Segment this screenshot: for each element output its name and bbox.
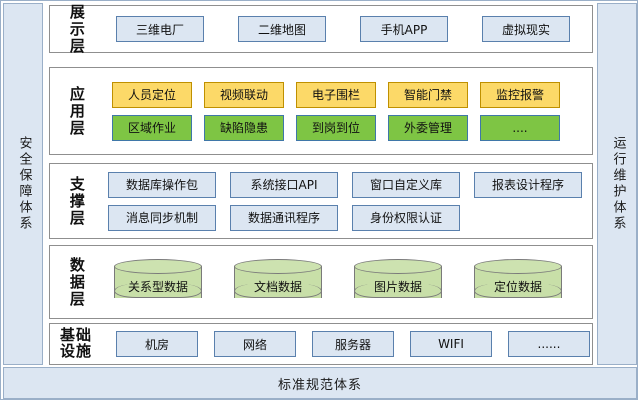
cylinder-bottom — [114, 284, 202, 298]
cylinder-image-data[interactable]: 图片数据 — [354, 259, 442, 305]
layer-display: 展示层 三维电厂 二维地图 手机APP 虚拟现实 — [49, 4, 593, 55]
layer-application-body: 人员定位 视频联动 电子围栏 智能门禁 监控报警 区域作业 缺陷隐患 到岗到位 … — [102, 81, 592, 141]
layer-data-label-wrap: 数据层 — [50, 257, 102, 308]
layer-application: 应用层 人员定位 视频联动 电子围栏 智能门禁 监控报警 区域作业 缺陷隐患 到… — [49, 67, 593, 155]
box-virtual-reality[interactable]: 虚拟现实 — [482, 16, 570, 42]
box-report-design-program[interactable]: 报表设计程序 — [474, 171, 582, 198]
bottom-bar-label: 标准规范体系 — [277, 377, 362, 393]
layer-application-label-wrap: 应用层 — [50, 86, 102, 137]
box-window-custom-library[interactable]: 窗口自定义库 — [352, 171, 460, 198]
layer-display-row: 三维电厂 二维地图 手机APP 虚拟现实 — [102, 16, 586, 42]
cylinder-positioning-data[interactable]: 定位数据 — [474, 259, 562, 305]
box-smart-access-control[interactable]: 智能门禁 — [388, 81, 468, 108]
box-on-duty-in-place[interactable]: 到岗到位 — [296, 114, 376, 141]
cylinder-document-data[interactable]: 文档数据 — [234, 259, 322, 305]
cylinder-bottom — [474, 284, 562, 298]
cylinder-top — [114, 259, 202, 274]
layer-display-label: 展示层 — [67, 3, 86, 55]
box-system-interface-api[interactable]: 系统接口API — [230, 171, 338, 198]
layer-infrastructure-row: 机房 网络 服务器 WIFI ...... — [102, 331, 590, 357]
layer-data-label: 数据层 — [67, 256, 86, 308]
layer-infrastructure-body: 机房 网络 服务器 WIFI ...... — [102, 331, 596, 357]
right-sidebar-ops-system: 运行维护体系 — [597, 3, 637, 365]
cylinder-bottom — [234, 284, 322, 298]
box-defect-hazard[interactable]: 缺陷隐患 — [204, 114, 284, 141]
box-electronic-fence[interactable]: 电子围栏 — [296, 81, 376, 108]
left-sidebar-label: 安全保障体系 — [16, 136, 32, 232]
box-database-operation-package[interactable]: 数据库操作包 — [108, 171, 216, 198]
layer-application-row-2: 区域作业 缺陷隐患 到岗到位 外委管理 .... — [102, 114, 586, 141]
cylinder-top — [234, 259, 322, 274]
box-mobile-app[interactable]: 手机APP — [360, 16, 448, 42]
layer-infrastructure-label: 基础设施 — [59, 326, 92, 360]
box-personnel-positioning[interactable]: 人员定位 — [112, 81, 192, 108]
box-monitoring-alarm[interactable]: 监控报警 — [480, 81, 560, 108]
layer-application-row-1: 人员定位 视频联动 电子围栏 智能门禁 监控报警 — [102, 81, 586, 108]
layer-support: 支撑层 数据库操作包 系统接口API 窗口自定义库 报表设计程序 消息同步机制 … — [49, 163, 593, 239]
layer-data-row: 关系型数据 文档数据 图片数据 定 — [102, 259, 586, 305]
layer-display-body: 三维电厂 二维地图 手机APP 虚拟现实 — [102, 16, 592, 42]
box-video-linkage[interactable]: 视频联动 — [204, 81, 284, 108]
layer-infrastructure: 基础设施 机房 网络 服务器 WIFI ...... — [49, 323, 593, 365]
cylinder-top — [474, 259, 562, 274]
layer-support-row-2: 消息同步机制 数据通讯程序 身份权限认证 — [102, 204, 586, 231]
box-data-communication-program[interactable]: 数据通讯程序 — [230, 204, 338, 231]
left-sidebar-security-system: 安全保障体系 — [3, 3, 43, 365]
cylinder-relational-data-label: 关系型数据 — [127, 279, 188, 294]
layer-application-label: 应用层 — [67, 85, 86, 137]
layer-data-body: 关系型数据 文档数据 图片数据 定 — [102, 259, 592, 305]
box-message-sync-mechanism[interactable]: 消息同步机制 — [108, 204, 216, 231]
cylinder-positioning-data-label: 定位数据 — [493, 279, 542, 294]
right-sidebar-label: 运行维护体系 — [610, 136, 626, 232]
layer-support-row-1: 数据库操作包 系统接口API 窗口自定义库 报表设计程序 — [102, 171, 586, 198]
layer-support-label: 支撑层 — [67, 175, 86, 227]
box-wifi[interactable]: WIFI — [410, 331, 492, 357]
layer-infrastructure-label-wrap: 基础设施 — [50, 326, 102, 360]
cylinder-top — [354, 259, 442, 274]
layer-display-label-wrap: 展示层 — [50, 4, 102, 55]
cylinder-bottom — [354, 284, 442, 298]
box-2d-map[interactable]: 二维地图 — [238, 16, 326, 42]
box-computer-room[interactable]: 机房 — [116, 331, 198, 357]
layer-data: 数据层 关系型数据 文档数据 — [49, 245, 593, 319]
layer-support-body: 数据库操作包 系统接口API 窗口自定义库 报表设计程序 消息同步机制 数据通讯… — [102, 171, 592, 231]
cylinder-relational-data[interactable]: 关系型数据 — [114, 259, 202, 305]
box-3d-plant[interactable]: 三维电厂 — [116, 16, 204, 42]
box-more-application[interactable]: .... — [480, 114, 560, 141]
box-server[interactable]: 服务器 — [312, 331, 394, 357]
box-area-operation[interactable]: 区域作业 — [112, 114, 192, 141]
box-identity-permission-auth[interactable]: 身份权限认证 — [352, 204, 460, 231]
bottom-bar-standard-system: 标准规范体系 — [3, 367, 637, 399]
layer-support-label-wrap: 支撑层 — [50, 176, 102, 227]
box-more-infrastructure[interactable]: ...... — [508, 331, 590, 357]
cylinder-image-data-label: 图片数据 — [373, 279, 422, 294]
cylinder-document-data-label: 文档数据 — [253, 279, 302, 294]
box-network[interactable]: 网络 — [214, 331, 296, 357]
box-outsourcing-management[interactable]: 外委管理 — [388, 114, 468, 141]
